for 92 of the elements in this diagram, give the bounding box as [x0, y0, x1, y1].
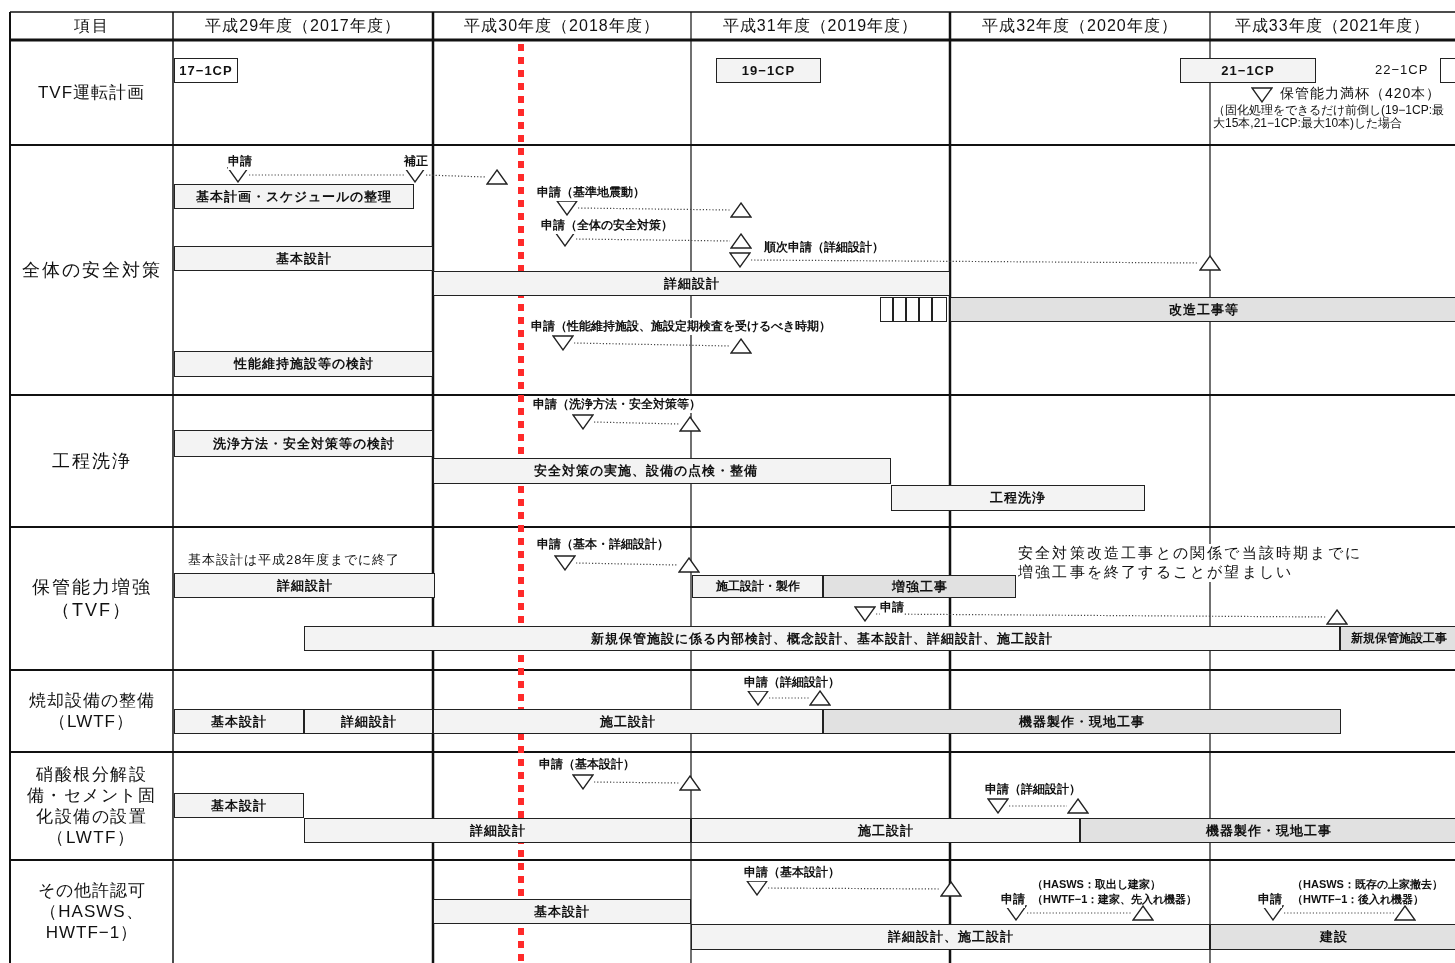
milestone-triangle [809, 690, 831, 706]
milestone-triangle [730, 233, 752, 249]
dotted-connector [593, 781, 680, 784]
milestone-triangle [1394, 905, 1416, 921]
task-bar: 施工設計 [691, 818, 1080, 843]
task-bar: 基本設計 [433, 899, 691, 924]
row-header: 工程洗浄 [51, 449, 132, 473]
empty-box [906, 297, 919, 322]
task-bar: 施工設計・製作 [692, 575, 823, 598]
task-bar: 機器製作・現地工事 [1080, 818, 1455, 843]
milestone-triangle [1326, 609, 1348, 625]
milestone-label: 22−1CP [1375, 62, 1429, 77]
empty-box [880, 297, 893, 322]
task-bar: 洗浄方法・安全対策等の検討 [174, 430, 433, 457]
task-bar: 建設 [1210, 924, 1455, 950]
milestone-triangle [679, 775, 701, 791]
dotted-connector [750, 259, 1200, 264]
dotted-connector [573, 342, 731, 347]
dotted-connector [577, 207, 731, 211]
row-header: 全体の安全対策 [21, 258, 162, 282]
milestone-triangle [730, 338, 752, 354]
empty-box [893, 297, 906, 322]
milestone-triangle [572, 414, 594, 430]
column-header: 平成30年度（2018年度） [464, 16, 660, 36]
dotted-connector [575, 562, 679, 566]
milestone-label: 申請 [1001, 891, 1025, 908]
milestone-triangle [486, 169, 508, 185]
row-header: TVF運転計画 [37, 81, 146, 104]
milestone-triangle [1251, 87, 1273, 103]
milestone-triangle [940, 881, 962, 897]
dotted-connector [1283, 912, 1395, 914]
milestone-triangle [854, 606, 876, 622]
milestone-triangle [987, 798, 1009, 814]
task-bar: 施工設計 [433, 709, 823, 734]
row-header: 硝酸根分解設備・セメント固化設備の設置（LWTF） [25, 763, 158, 849]
dotted-connector [875, 613, 1327, 618]
task-bar: 19−1CP [716, 58, 821, 83]
milestone-triangle [1199, 255, 1221, 271]
task-bar: 改造工事等 [950, 297, 1455, 322]
empty-box [932, 297, 947, 322]
milestone-label: 申請 [1258, 891, 1282, 908]
dotted-connector [248, 174, 405, 176]
milestone-label: 申請 [880, 599, 904, 616]
task-bar: 性能維持施設等の検討 [174, 351, 433, 377]
task-bar: 詳細設計 [174, 573, 435, 598]
column-header: 平成29年度（2017年度） [205, 16, 401, 36]
milestone-triangle [730, 202, 752, 218]
dotted-connector [1008, 805, 1068, 807]
dotted-connector [768, 697, 810, 699]
task-bar: 安全対策の実施、設備の点検・整備 [433, 458, 891, 484]
task-bar: 基本設計 [174, 246, 433, 271]
milestone-triangle [556, 200, 578, 216]
task-bar: 21−1CP [1180, 58, 1316, 83]
milestone-label: 補正 [404, 153, 428, 170]
milestone-triangle [554, 555, 576, 571]
milestone-triangle [746, 880, 768, 896]
milestone-triangle [678, 557, 700, 573]
milestone-triangle [1067, 798, 1089, 814]
dotted-connector [593, 421, 680, 425]
empty-box [919, 297, 932, 322]
task-bar: 詳細設計 [433, 271, 950, 296]
column-header: 項目 [73, 16, 110, 36]
milestone-triangle [679, 416, 701, 432]
column-header: 平成31年度（2019年度） [722, 16, 919, 36]
empty-box [1440, 58, 1455, 83]
dotted-connector [1026, 912, 1133, 914]
task-bar: 基本設計 [174, 709, 304, 734]
milestone-label: 申請 [228, 153, 252, 170]
row-header: 焼却設備の整備（LWTF） [27, 689, 156, 733]
task-bar: 工程洗浄 [891, 485, 1145, 511]
milestone-triangle [1132, 905, 1154, 921]
task-bar: 詳細設計 [304, 818, 691, 843]
task-bar: 新規保管施設に係る内部検討、概念設計、基本設計、詳細設計、施工設計 [304, 626, 1340, 651]
task-bar: 新規保管施設工事 [1340, 626, 1455, 651]
dotted-connector [767, 887, 941, 890]
dotted-connector [575, 238, 731, 242]
column-header: 平成32年度（2020年度） [982, 16, 1178, 36]
milestone-triangle [747, 690, 769, 706]
milestone-triangle [552, 335, 574, 351]
row-header: 保管能力増強（TVF） [31, 576, 153, 621]
task-bar: 機器製作・現地工事 [823, 709, 1341, 734]
column-header: 平成33年度（2021年度） [1234, 16, 1431, 36]
task-bar: 増強工事 [823, 575, 1016, 598]
task-bar: 17−1CP [174, 58, 238, 83]
dotted-connector [425, 174, 487, 178]
task-bar: 基本計画・スケジュールの整理 [174, 184, 414, 209]
milestone-triangle [572, 774, 594, 790]
task-bar: 基本設計 [174, 793, 304, 818]
task-bar: 詳細設計 [304, 709, 433, 734]
task-bar: 詳細設計、施工設計 [691, 924, 1210, 950]
milestone-triangle [729, 252, 751, 268]
row-header: その他許認可（HASWS、HWTF−1） [37, 879, 147, 944]
